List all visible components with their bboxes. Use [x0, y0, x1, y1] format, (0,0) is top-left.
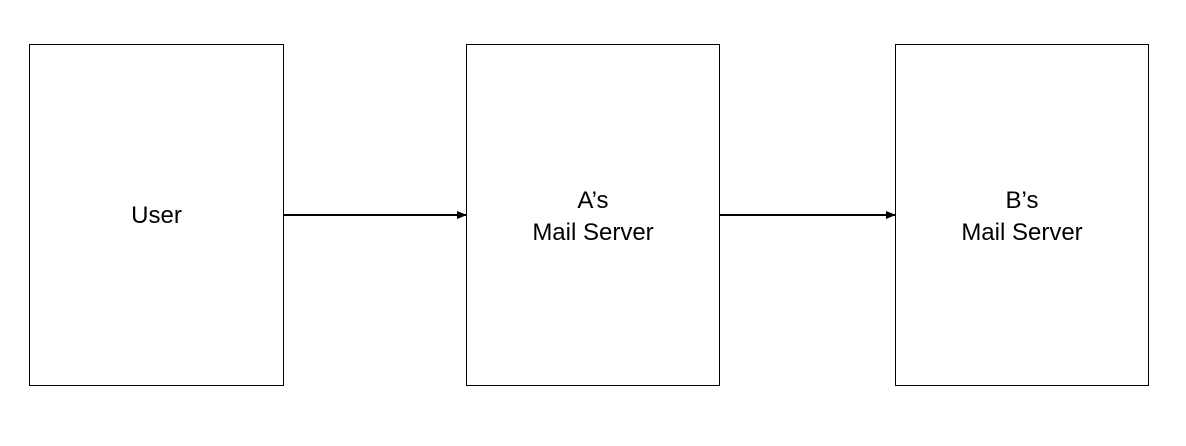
b-mail-server-node: B’s Mail Server — [895, 44, 1149, 386]
a-mail-server-label-line-2: Mail Server — [532, 219, 654, 246]
user-node: User — [29, 44, 284, 386]
a-mail-server-label-line-1: A’s — [577, 187, 609, 214]
user-node-label: User — [131, 200, 182, 232]
b-mail-server-label-line-2: Mail Server — [961, 219, 1083, 246]
a-mail-server-node-label: A’s Mail Server — [532, 185, 653, 249]
b-mail-server-node-label: B’s Mail Server — [961, 185, 1082, 249]
a-mail-server-node: A’s Mail Server — [466, 44, 720, 386]
b-mail-server-label-line-1: B’s — [1005, 187, 1039, 214]
user-node-label-line-1: User — [131, 202, 182, 229]
